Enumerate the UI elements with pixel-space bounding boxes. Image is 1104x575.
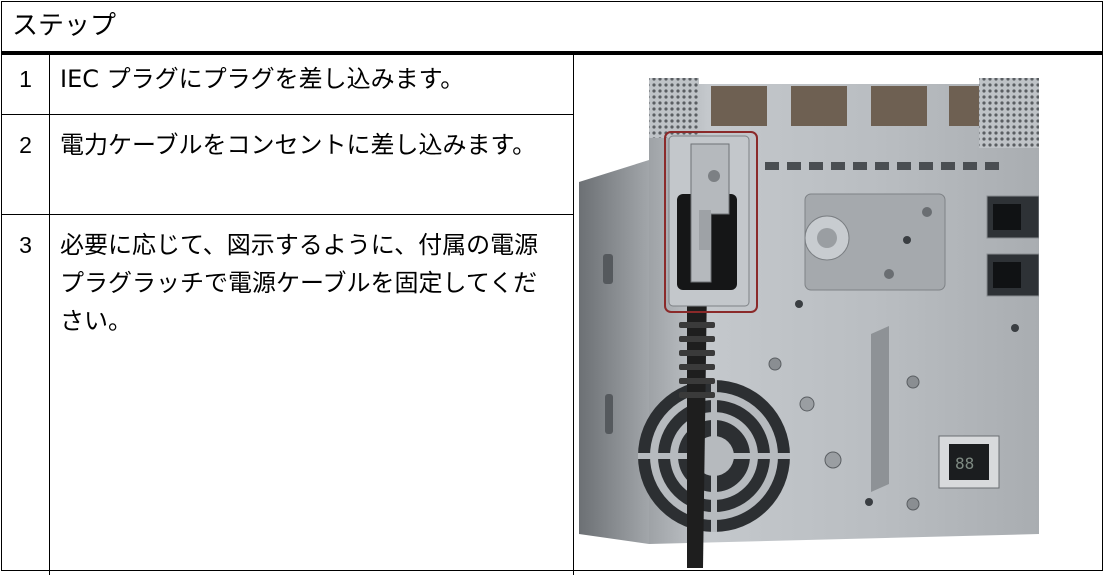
step-2-text: 電力ケーブルをコンセントに差し込みます。 — [60, 131, 537, 159]
table-header: ステップ — [12, 11, 117, 41]
step-1-number: 1 — [19, 66, 32, 92]
step-1-text: IEC プラグにプラグを差し込みます。 — [60, 65, 465, 93]
step-3-text: 必要に応じて、図示するように、付属の電源プラグラッチで電源ケーブルを固定してくだ… — [60, 231, 539, 335]
pc-rear-power-cable-latch-photo: 88 — [579, 64, 1039, 568]
image-column-divider — [573, 55, 574, 575]
row-divider-1 — [2, 114, 573, 115]
svg-text:88: 88 — [955, 454, 974, 473]
number-column-divider — [49, 55, 50, 575]
header-divider — [2, 51, 1102, 55]
row-divider-2 — [2, 214, 573, 215]
step-3-number: 3 — [19, 232, 32, 258]
step-2-number: 2 — [19, 132, 32, 158]
